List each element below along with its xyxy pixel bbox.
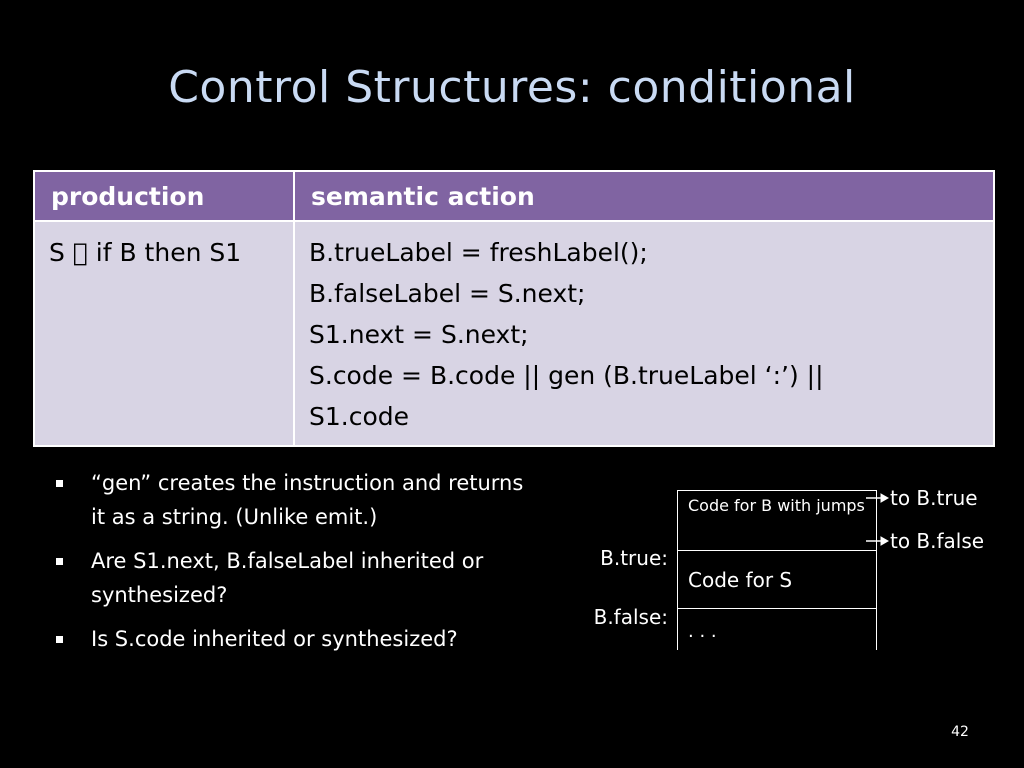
code-box-rest: . . .	[677, 608, 877, 650]
table-header-row: production semantic action	[33, 170, 995, 222]
code-box-s: Code for S	[677, 550, 877, 608]
header-semantic-action: semantic action	[293, 170, 995, 222]
square-bullet-icon	[56, 636, 63, 643]
semantic-action-cell: B.trueLabel = freshLabel(); B.falseLabel…	[293, 220, 995, 447]
square-bullet-icon	[56, 558, 63, 565]
bullet-text: Is S.code inherited or synthesized?	[91, 627, 458, 651]
action-line: B.falseLabel = S.next;	[309, 279, 586, 308]
arrow-label-to-b-true: to B.true	[890, 486, 978, 510]
action-line: S.code = B.code || gen (B.trueLabel ‘:’)…	[309, 361, 824, 390]
arrow-label-to-b-false: to B.false	[890, 529, 985, 553]
bullet-item: Is S.code inherited or synthesized?	[54, 622, 524, 656]
action-line: S1.next = S.next;	[309, 320, 529, 349]
label-b-false: B.false:	[593, 605, 668, 629]
bullet-item: “gen” creates the instruction and return…	[54, 466, 524, 534]
bullet-text: “gen” creates the instruction and return…	[91, 471, 524, 529]
header-production: production	[33, 170, 295, 222]
bullet-text: Are S1.next, B.falseLabel inherited or s…	[91, 549, 484, 607]
action-line: B.trueLabel = freshLabel();	[309, 238, 648, 267]
bullet-item: Are S1.next, B.falseLabel inherited or s…	[54, 544, 524, 612]
label-b-true: B.true:	[600, 546, 668, 570]
code-box-b: Code for B with jumps	[677, 490, 877, 550]
table-row: S  if B then S1 B.trueLabel = freshLabe…	[33, 220, 995, 447]
semantic-rules-table: production semantic action S  if B then…	[33, 170, 995, 447]
square-bullet-icon	[56, 480, 63, 487]
arrow-right-icon	[866, 493, 890, 503]
arrow-right-icon	[866, 536, 890, 546]
bullet-list: “gen” creates the instruction and return…	[54, 466, 524, 666]
production-cell: S  if B then S1	[33, 220, 295, 447]
slide-title: Control Structures: conditional	[168, 62, 856, 113]
action-line: S1.code	[309, 402, 410, 431]
slide-number: 42	[951, 724, 969, 740]
